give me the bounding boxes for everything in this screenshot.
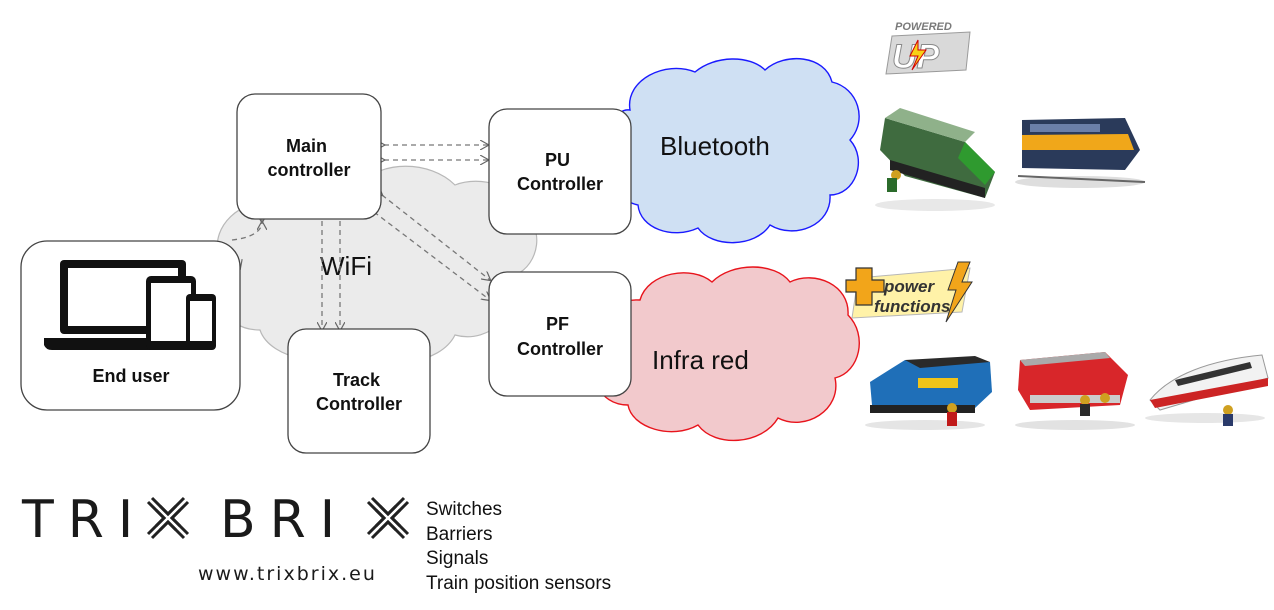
feature-item: Switches xyxy=(426,499,503,520)
pu-controller-label: PU Controller xyxy=(517,150,603,194)
main-controller-box: Main controller xyxy=(236,93,382,220)
lightning-icon xyxy=(945,261,973,323)
enduser-main-link-b xyxy=(231,222,262,241)
track-controller-line2: Controller xyxy=(316,394,402,414)
pf-controller-label: PF Controller xyxy=(517,314,603,359)
track-controller-box: Track Controller xyxy=(287,328,431,454)
trixbrix-logo-part1: TRI xyxy=(22,490,148,550)
feature-item: Barriers xyxy=(426,523,493,545)
infra-red-cloud: Infra red xyxy=(593,266,860,442)
pf-controller-line2: Controller xyxy=(517,339,603,359)
plus-icon xyxy=(845,267,885,306)
main-pf-link-bottom xyxy=(374,212,490,300)
main-controller-line2: controller xyxy=(267,160,350,180)
pu-controller-line1: PU xyxy=(545,150,570,170)
trixbrix-x-icon-1 xyxy=(146,496,190,540)
pf-controller-box: PF Controller xyxy=(488,271,632,397)
pu-controller-line2: Controller xyxy=(517,174,603,194)
train-yellow-passenger-image xyxy=(1015,118,1146,188)
end-user-box: End user xyxy=(20,240,241,411)
track-controller-line1: Track xyxy=(333,370,381,390)
train-blue-cargo-image xyxy=(865,356,992,430)
trixbrix-url[interactable]: www.trixbrix.eu xyxy=(198,563,377,585)
bluetooth-cloud: Bluetooth xyxy=(612,57,860,244)
powered-up-logo-text-top: POWERED xyxy=(895,21,952,33)
trixbrix-logo-part2: BRI xyxy=(220,490,350,550)
main-controller-line1: Main xyxy=(286,136,327,156)
power-functions-logo-text-bottom: functions xyxy=(874,297,951,316)
power-functions-logo: power functions xyxy=(845,261,973,323)
train-green-cargo-image xyxy=(875,108,995,211)
main-controller-label: Main controller xyxy=(267,136,350,180)
feature-item: Signals xyxy=(426,548,489,569)
wifi-label: WiFi xyxy=(320,251,372,281)
pf-controller-line1: PF xyxy=(546,314,569,334)
powered-up-logo: POWERED UP xyxy=(885,21,971,77)
bolt-icon xyxy=(909,39,927,71)
devices-icon xyxy=(44,260,216,350)
power-functions-logo-text-top: power xyxy=(883,277,935,296)
feature-list: Switches Barriers Signals Train position… xyxy=(426,498,611,596)
pu-controller-box: PU Controller xyxy=(488,108,632,235)
trixbrix-x-icon-2 xyxy=(366,496,410,540)
feature-item: Train position sensors xyxy=(426,572,612,594)
infra-red-label: Infra red xyxy=(652,345,749,375)
end-user-label: End user xyxy=(92,366,169,386)
bluetooth-label: Bluetooth xyxy=(660,131,770,161)
train-red-cargo-image xyxy=(1015,352,1135,430)
train-white-passenger-image xyxy=(1145,354,1269,426)
track-controller-label: Track Controller xyxy=(316,370,402,414)
